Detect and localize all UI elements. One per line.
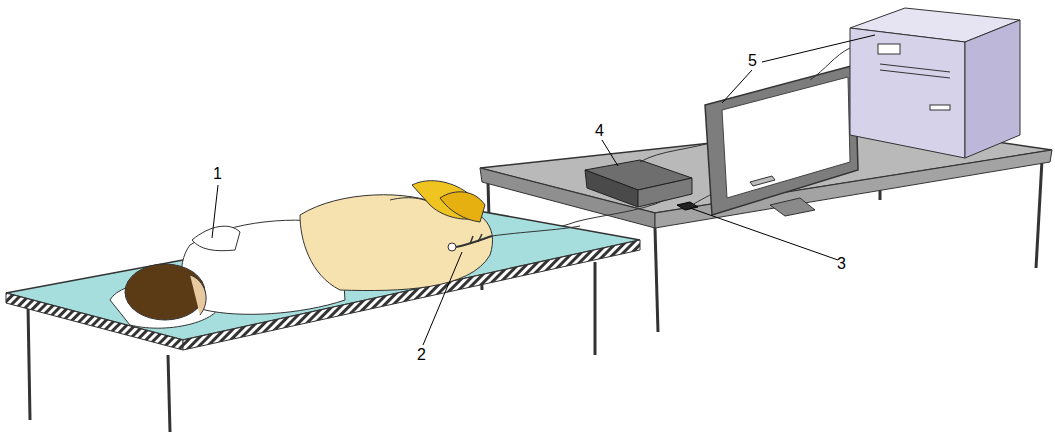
callout-number: 3 xyxy=(837,255,846,273)
callout-number: 1 xyxy=(213,165,222,183)
computer-tower xyxy=(850,8,1020,158)
patient xyxy=(110,181,493,328)
catheter xyxy=(448,226,580,251)
callout-number: 2 xyxy=(417,346,426,364)
leader-lines xyxy=(212,35,875,345)
callout-number: 5 xyxy=(748,52,757,70)
callout-number: 4 xyxy=(595,122,604,140)
monitor xyxy=(705,48,858,216)
